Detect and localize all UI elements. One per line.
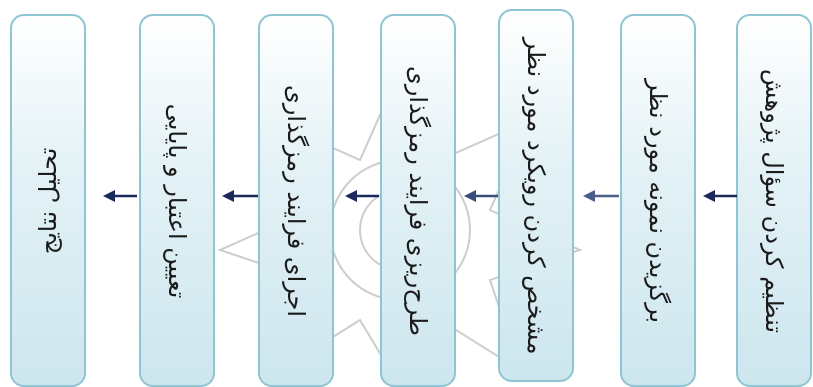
step-box-4: طرح‌ریزی فرایند رمزگذاری <box>380 14 456 387</box>
step-label: طرح‌ریزی فرایند رمزگذاری <box>404 65 432 336</box>
step-label: تنظیم کردن سؤال پژوهش <box>760 68 788 333</box>
step-label: تعیین اعتبار و پایایی <box>163 103 191 298</box>
arrow-3 <box>464 190 498 202</box>
step-box-2: برگزیدن نمونه مورد نظر <box>620 14 696 387</box>
step-label: برگزیدن نمونه مورد نظر <box>644 78 672 323</box>
step-box-1: تنظیم کردن سؤال پژوهش <box>736 14 812 387</box>
step-label: تحلیل نتایج <box>34 147 62 254</box>
arrow-1 <box>703 190 737 202</box>
step-box-7: تحلیل نتایج <box>10 14 86 387</box>
step-label: اجرای فرایند رمزگذاری <box>282 84 310 317</box>
arrow-5 <box>222 190 258 202</box>
step-box-6: تعیین اعتبار و پایایی <box>139 14 215 387</box>
step-label: مشخص کردن رویکرد مورد نظر <box>522 37 550 354</box>
arrow-4 <box>345 190 379 202</box>
arrow-6 <box>103 190 137 202</box>
arrow-2 <box>583 190 619 202</box>
step-box-3: مشخص کردن رویکرد مورد نظر <box>498 9 574 382</box>
step-box-5: اجرای فرایند رمزگذاری <box>258 14 334 387</box>
